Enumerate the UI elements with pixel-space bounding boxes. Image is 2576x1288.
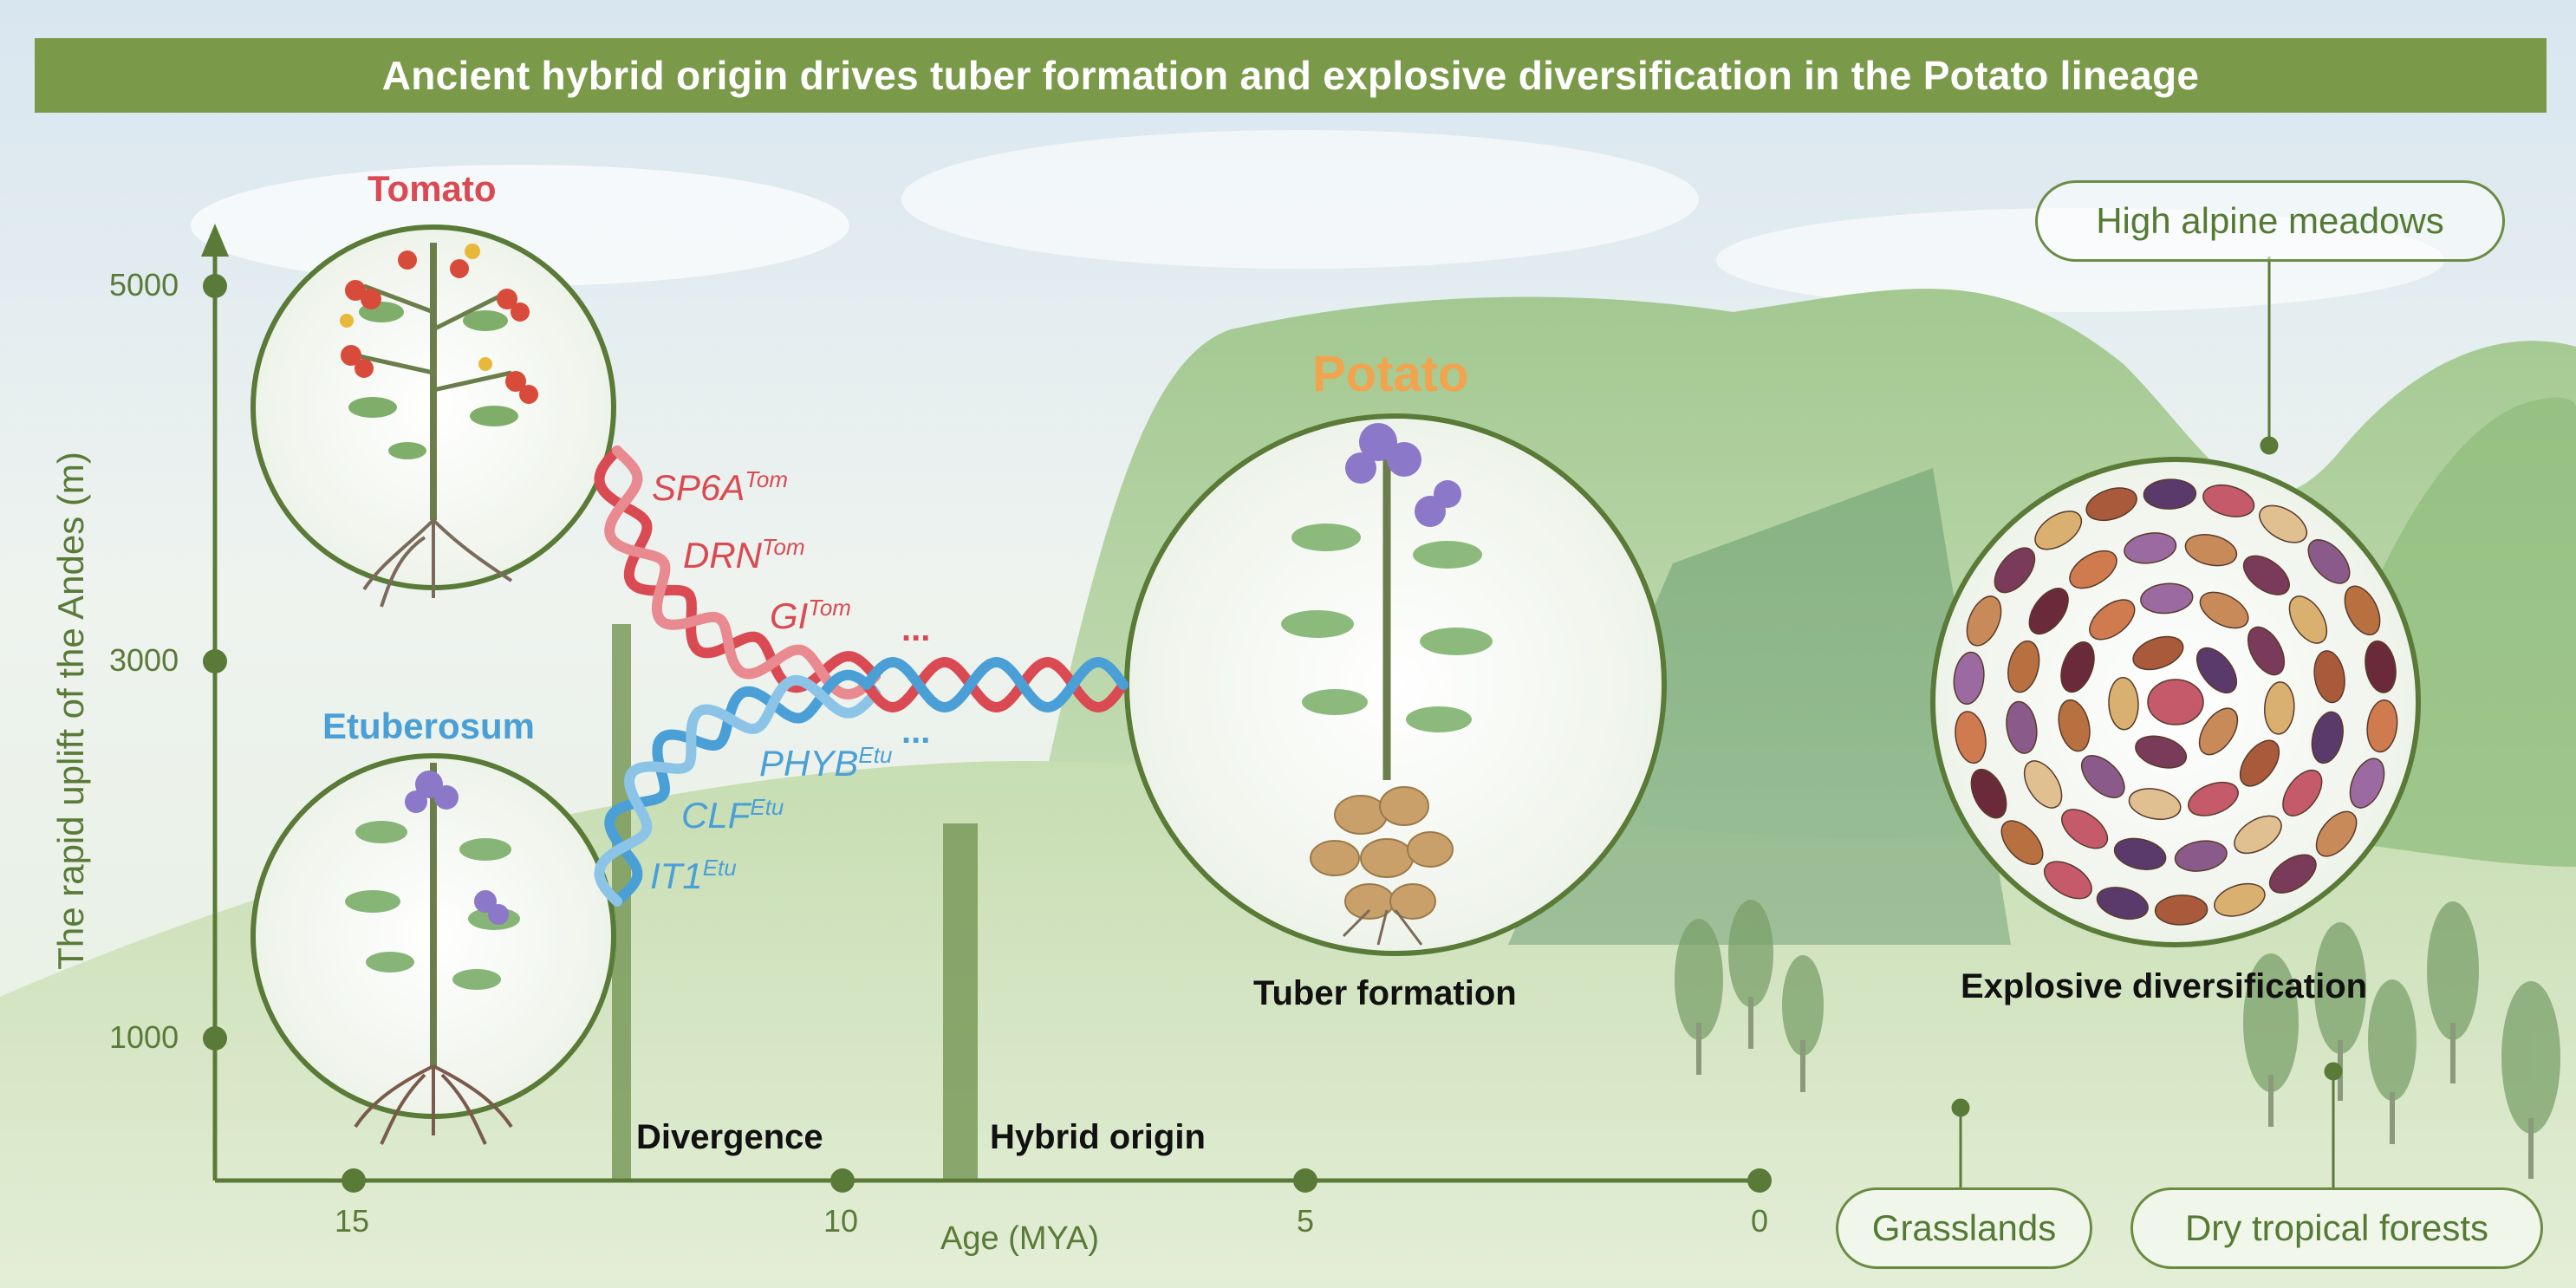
tuber [2069,550,2117,589]
tuber [2132,635,2184,671]
tuber [2108,676,2139,731]
tuber [2199,591,2249,629]
tuber [2085,487,2137,522]
tuber [1953,651,1985,705]
tuber [2174,840,2228,872]
tuber [2147,679,2204,725]
habitat-grasslands-pill: Grasslands [1836,1187,2092,1269]
tuber [2143,478,2197,510]
tuber [2089,599,2136,641]
etuberosum-plant-illustration [345,763,520,1145]
tuber [2198,707,2239,756]
tuber-formation-label: Tuber formation [1253,974,1517,1012]
tuber [2349,758,2385,809]
tuber [2202,484,2255,517]
tomato-ellipsis: ... [901,610,931,648]
y-tick-5000: 5000 [109,267,179,302]
tuber [2344,585,2381,636]
tuber [1994,547,2036,594]
habitat-dry-forests-pill: Dry tropical forests [2130,1187,2543,1269]
tuber [2080,755,2125,798]
tuber [2043,861,2092,900]
gene-gi-tom: GITom [770,595,851,636]
tuber [2268,854,2317,894]
axes [212,251,1760,1183]
tuber [1955,711,1987,764]
habitat-alpine-pill: High alpine meadows [2035,180,2505,262]
title-bar: Ancient hybrid origin drives tuber forma… [35,38,2547,113]
tuber [2007,640,2040,693]
etuberosum-ellipsis: ... [901,712,931,751]
axis-ticks [203,274,1772,1193]
tuber [2259,504,2308,543]
gene-drn-tom: DRNTom [683,534,805,576]
tuber [2034,511,2083,550]
tuber [2239,739,2280,787]
tuber [2195,647,2238,694]
potato-diversity-illustration [1953,478,2398,926]
tuber [2311,711,2344,764]
tuber [2366,699,2398,753]
tuber [1966,595,2002,647]
tuber [2154,894,2208,926]
tuber [2313,650,2345,704]
tuber [2234,815,2282,855]
tuber [2307,539,2351,584]
gene-sp6a-tom: SP6ATom [652,466,789,508]
habitat-pointers [1951,257,2343,1187]
y-axis-label: The rapid uplift of the Andes (m) [50,452,91,970]
potato-plant-illustration [1281,423,1493,946]
tuber [2282,769,2323,816]
hybrid-dna-helix [862,656,1129,713]
tuber [2247,626,2286,676]
tuber [2214,882,2266,917]
tuber [2315,810,2358,857]
gene-phyb-etu: PHYBEtu [759,742,893,784]
tuber [2128,788,2182,820]
x-axis-label: Age (MYA) [940,1220,1100,1257]
x-tick-10: 10 [823,1203,859,1239]
tuber [2242,555,2290,595]
tuber [2184,534,2238,567]
figure-title: Ancient hybrid origin drives tuber forma… [381,53,2200,98]
y-tick-1000: 1000 [109,1019,179,1055]
tuber [2096,887,2149,920]
y-tick-3000: 3000 [109,642,179,678]
tuber [2288,595,2328,644]
divergence-label: Divergence [636,1118,823,1156]
tuber [2006,700,2038,754]
tuber [2124,532,2177,564]
y-axis-arrow [201,224,229,257]
explosive-diversification-label: Explosive diversification [1961,967,2368,1005]
tuber [2061,809,2109,849]
tomato-label: Tomato [368,168,497,209]
potato-label: Potato [1312,346,1469,402]
tomato-plant-illustration [340,243,538,608]
tuber [2135,735,2188,769]
tuber [2023,760,2063,809]
etuberosum-label: Etuberosum [322,706,536,746]
tuber [2000,820,2044,865]
tuber [1970,768,2007,819]
tuber [2188,781,2239,816]
hybrid-origin-bar [943,823,978,1181]
tuber [2028,588,2069,635]
tuber [2264,681,2295,735]
x-tick-15: 15 [335,1203,370,1239]
etuberosum-dna-helix [594,669,881,907]
tuber [2365,640,2397,693]
tuber [2113,837,2167,870]
x-tick-0: 0 [1751,1203,1769,1239]
tuber [2060,641,2095,693]
x-tick-5: 5 [1297,1203,1315,1239]
tuber [2058,699,2091,752]
hybrid-origin-label: Hybrid origin [990,1118,1206,1156]
gene-it1-etu: IT1Etu [650,855,737,896]
gene-clf-etu: CLFEtu [681,794,784,836]
tuber [2140,582,2194,615]
